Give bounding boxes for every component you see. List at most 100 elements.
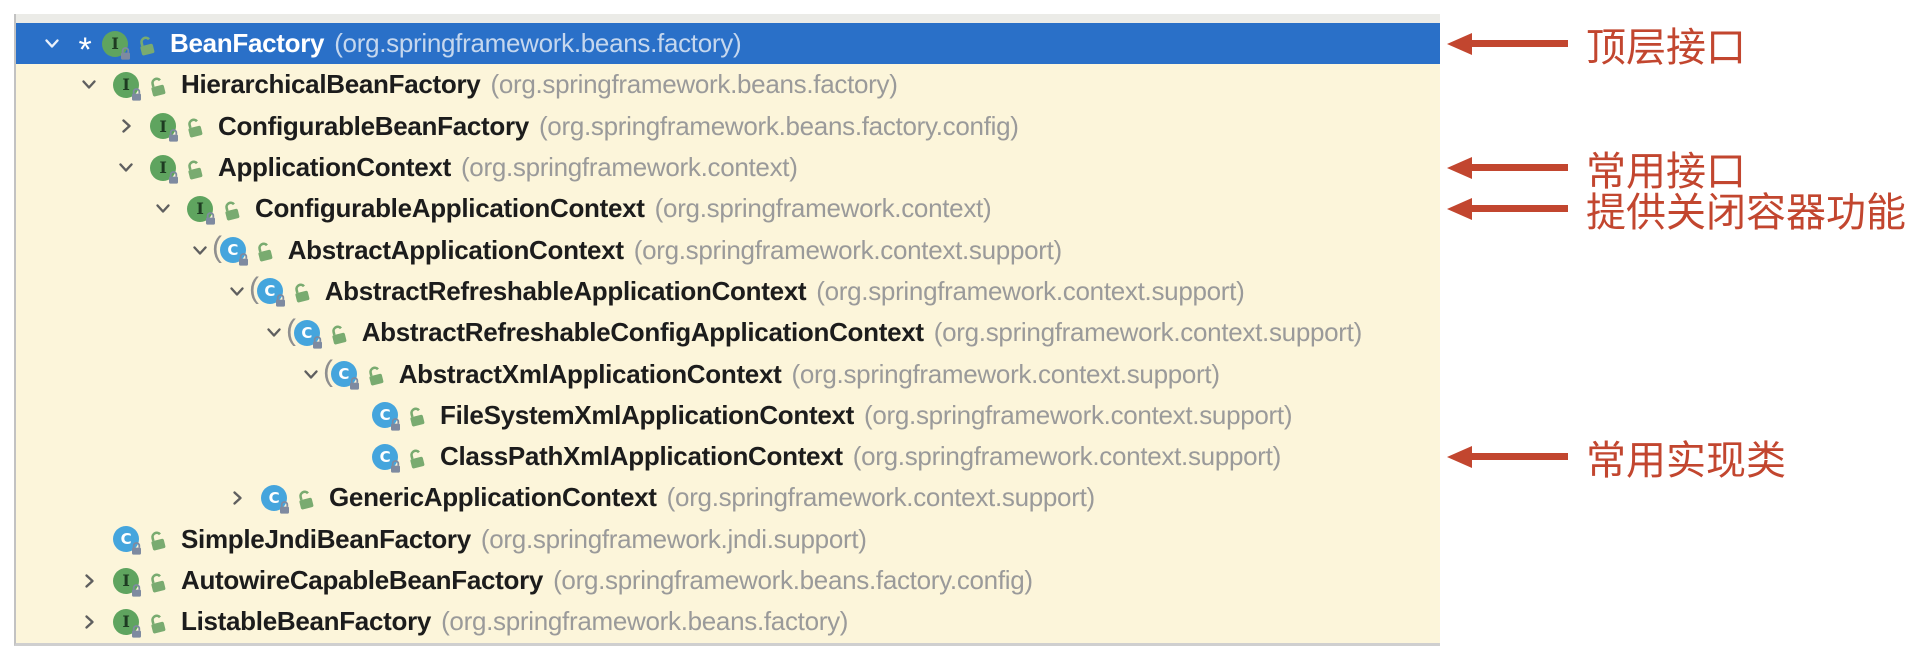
- arrow-shaft: [1472, 205, 1568, 213]
- package-name: (org.springframework.context.support): [852, 441, 1281, 472]
- public-visibility-padlock-icon: [324, 319, 351, 346]
- arrow-shaft: [1472, 453, 1568, 461]
- package-name: (org.springframework.context.support): [666, 482, 1095, 513]
- interface-icon: I: [150, 113, 178, 142]
- type-icon-letter: C: [338, 365, 350, 384]
- public-visibility-padlock-icon: [250, 237, 277, 264]
- readonly-lock-icon: [348, 376, 361, 391]
- public-visibility-padlock-icon: [287, 278, 314, 305]
- abstract-class-icon: C: [330, 361, 359, 390]
- abstract-class-marker: (: [249, 272, 259, 306]
- class-name: FileSystemXmlApplicationContext: [440, 399, 855, 430]
- type-icon-letter: I: [159, 116, 167, 136]
- arrow-left-icon: [1447, 445, 1568, 468]
- readonly-lock-icon: [119, 46, 132, 61]
- type-icon-letter: I: [122, 571, 130, 590]
- readonly-lock-icon: [130, 583, 143, 598]
- interface-icon: I: [113, 71, 141, 101]
- annotation: 常用实现类: [1447, 428, 1786, 486]
- type-icon-letter: I: [122, 612, 130, 632]
- chevron-down-icon[interactable]: [143, 203, 183, 214]
- package-name: (org.springframework.beans.factory): [334, 28, 742, 59]
- tree-row[interactable]: I AutowireCapableBeanFactory (org.springfr…: [16, 560, 1440, 601]
- class-name: ListableBeanFactory: [181, 606, 432, 637]
- public-visibility-padlock-icon: [144, 567, 171, 594]
- chevron-right-icon[interactable]: [106, 118, 146, 134]
- type-icon-letter: I: [122, 75, 130, 95]
- interface-icon: I: [150, 154, 178, 184]
- public-visibility-padlock-icon: [181, 154, 208, 181]
- public-visibility-padlock-icon: [361, 361, 388, 388]
- type-icon-letter: C: [227, 241, 239, 260]
- type-icon-letter: C: [120, 530, 132, 549]
- chevron-down-icon[interactable]: [32, 38, 72, 49]
- chevron-down-icon[interactable]: [106, 162, 146, 173]
- readonly-lock-icon: [204, 211, 217, 226]
- class-name: ApplicationContext: [218, 152, 451, 183]
- abstract-class-icon: C: [219, 237, 248, 266]
- tree-row[interactable]: C GenericApplicationContext (org.springfra…: [16, 477, 1440, 518]
- chevron-down-icon[interactable]: [291, 369, 331, 380]
- readonly-lock-icon: [167, 170, 180, 185]
- arrow-head: [1447, 32, 1472, 55]
- public-visibility-padlock-icon: [218, 195, 245, 222]
- class-icon: C: [113, 526, 141, 555]
- class-name: AutowireCapableBeanFactory: [181, 565, 544, 595]
- chevron-right-icon[interactable]: [69, 573, 109, 589]
- readonly-lock-icon: [274, 293, 287, 308]
- type-icon-letter: C: [379, 406, 391, 425]
- type-icon-letter: C: [268, 488, 280, 507]
- chevron-down-icon[interactable]: [217, 286, 257, 297]
- arrow-head: [1447, 445, 1472, 468]
- arrow-head: [1447, 197, 1472, 220]
- chevron-right-icon[interactable]: [217, 490, 257, 506]
- interface-icon: I: [187, 195, 215, 225]
- package-name: (org.springframework.context.support): [633, 234, 1062, 265]
- package-name: (org.springframework.context.support): [791, 358, 1220, 389]
- interface-icon: I: [102, 30, 130, 60]
- type-icon-letter: C: [264, 282, 276, 301]
- package-name: (org.springframework.context.support): [816, 275, 1245, 306]
- readonly-lock-icon: [237, 252, 250, 267]
- type-icon-letter: C: [379, 447, 391, 466]
- readonly-lock-icon: [130, 624, 143, 639]
- class-name: GenericApplicationContext: [329, 482, 657, 513]
- chevron-down-icon[interactable]: [254, 327, 294, 338]
- annotation: 常用接口: [1447, 139, 1746, 197]
- chevron-down-icon[interactable]: [69, 79, 109, 90]
- readonly-lock-icon: [130, 541, 143, 556]
- type-icon-letter: C: [301, 323, 313, 342]
- package-name: (org.springframework.beans.factory): [490, 69, 898, 100]
- package-name: (org.springframework.context): [654, 193, 992, 224]
- type-icon-letter: I: [111, 34, 119, 54]
- arrow-shaft: [1472, 164, 1568, 172]
- package-name: (org.springframework.jndi.support): [480, 523, 867, 554]
- chevron-right-icon[interactable]: [69, 614, 109, 630]
- tree-row[interactable]: C SimpleJndiBeanFactory (org.springframewo…: [16, 519, 1440, 560]
- public-visibility-padlock-icon: [181, 113, 208, 140]
- abstract-class-marker: (: [212, 231, 222, 265]
- chevron-down-icon[interactable]: [180, 245, 220, 256]
- annotation: 顶层接口: [1447, 15, 1746, 73]
- readonly-lock-icon: [130, 87, 143, 102]
- panel-top-edge: [16, 14, 1440, 23]
- public-visibility-padlock-icon: [144, 608, 171, 635]
- class-name: SimpleJndiBeanFactory: [181, 523, 471, 554]
- class-name: AbstractRefreshableConfigApplicationCont…: [361, 317, 924, 348]
- package-name: (org.springframework.beans.factory.confi…: [553, 565, 1033, 595]
